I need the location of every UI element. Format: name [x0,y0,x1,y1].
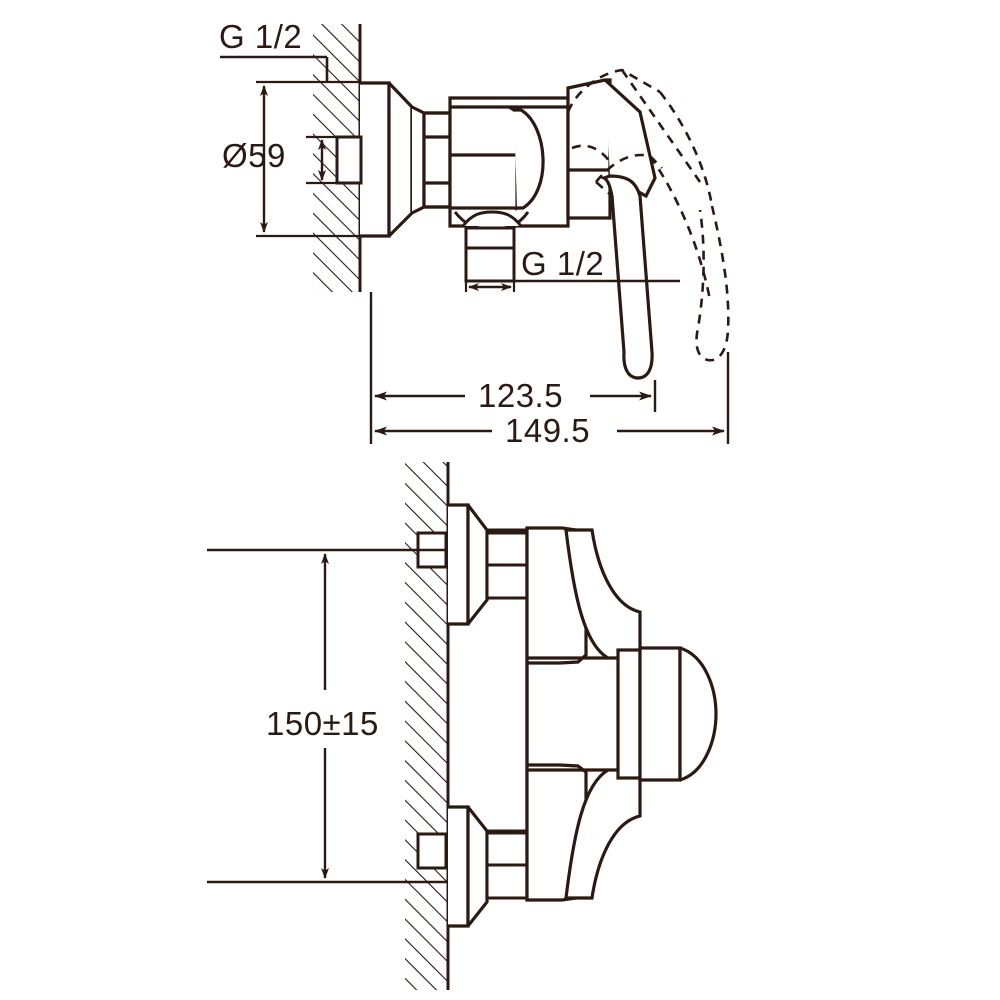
dim-depth-123 [369,292,657,414]
dim-depth-149 [369,352,730,449]
label-centre-distance: 150±15 [266,705,379,742]
hex-nut-side [410,105,452,215]
label-inlet-thread-top: G 1/2 [219,18,302,55]
lever-open-position-dashed [566,68,730,362]
dim-inlet-thread-top [220,55,329,82]
label-escutcheon-diameter: Ø59 [222,137,286,174]
mixer-body-front [525,526,642,902]
front-view [207,462,718,990]
outlet-stub-side [453,210,530,283]
dim-outlet-thread [464,260,680,292]
dim-inlet-stub-height [306,135,340,185]
lower-inlet-assembly [416,805,529,928]
mixer-body-side [448,96,570,228]
dim-escutcheon-diameter [256,80,360,238]
lever-knob-front [616,646,718,782]
escutcheon-side [335,81,414,238]
lever-arm-closed [599,174,654,380]
label-outlet-thread: G 1/2 [521,245,604,282]
upper-inlet-assembly [416,503,529,626]
side-section-view [220,24,730,449]
dim-centre-distance [207,548,448,884]
label-depth-149: 149.5 [505,412,590,449]
label-depth-123: 123.5 [478,377,563,414]
